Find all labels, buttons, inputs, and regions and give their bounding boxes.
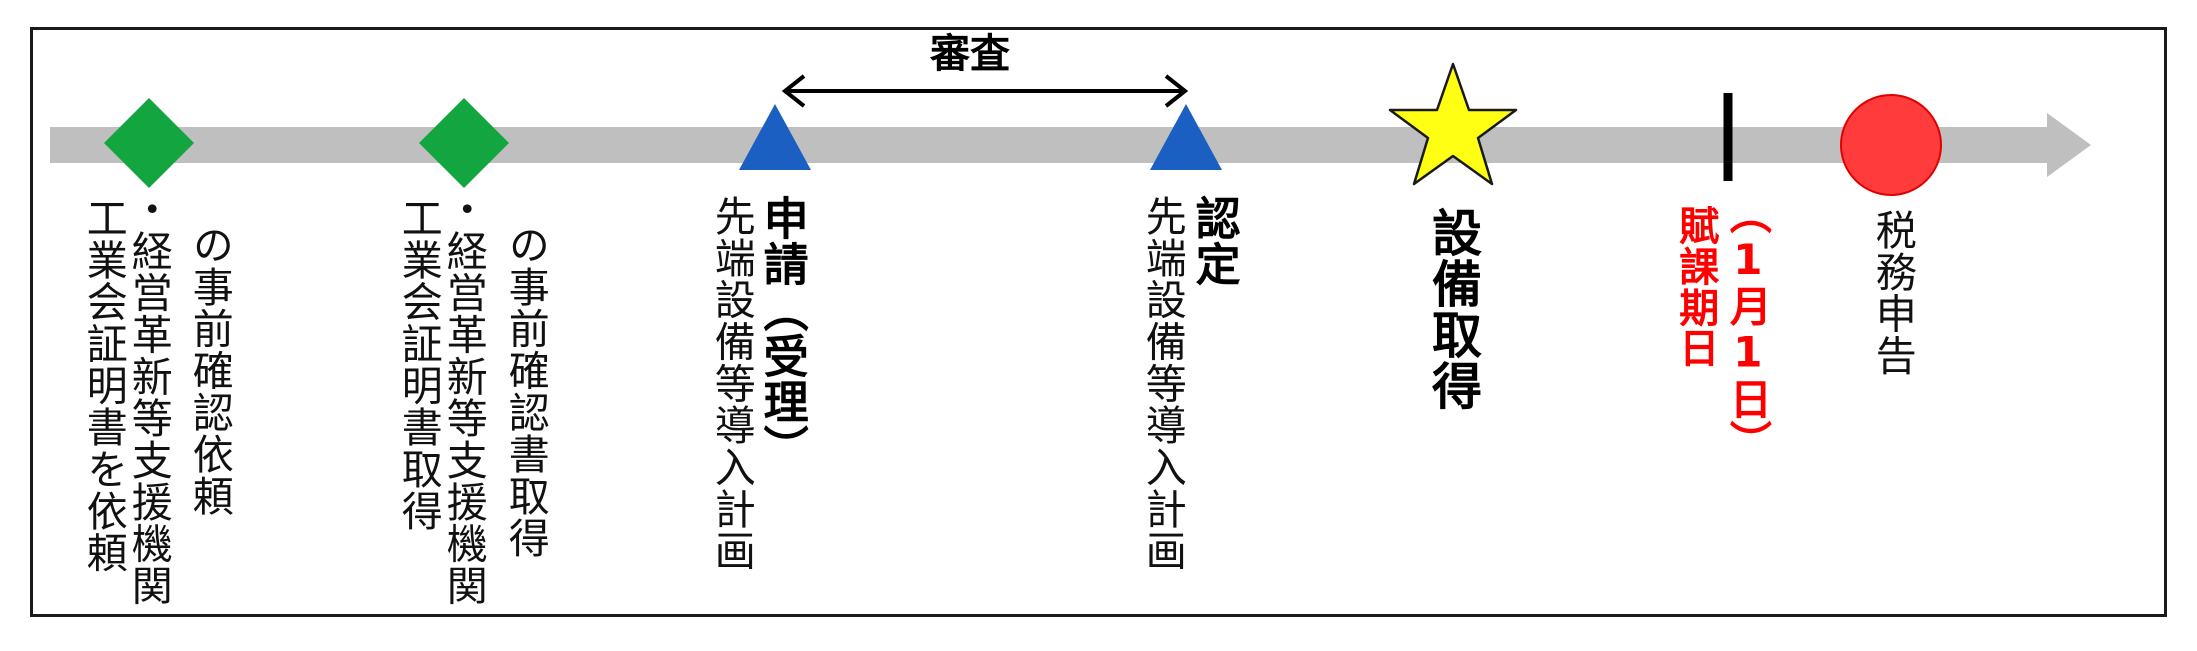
pre-confirmation-acquired-text-line-2: ・経営革新等支援機関 — [439, 188, 488, 607]
assessment-date-text: （1月1日） — [1723, 192, 1773, 464]
review-span-arrow-left-head — [781, 74, 806, 108]
tax-return-label: 税務申告 — [1868, 209, 1917, 377]
pre-confirmation-request-text-line-1: 工業会証明書を依頼 — [79, 197, 128, 574]
pre-confirmation-request-text-line-3: の事前確認依頼 — [185, 224, 234, 517]
red-circle-marker — [1840, 94, 1942, 196]
pre-confirmation-request-text-line-2: ・経営革新等支援機関 — [124, 188, 173, 607]
pre-confirmation-acquired-text-line-3: の事前確認書取得 — [501, 224, 550, 559]
timeline-arrow — [50, 113, 2091, 177]
certification-note: 先端設備等導入計画 — [1138, 195, 1187, 572]
pre-confirmation-acquired-text-line-1: 工業会証明書取得 — [394, 197, 443, 532]
application-title: 申請（受理） — [755, 195, 809, 471]
equipment-acquisition-title: 設備取得 — [1424, 207, 1482, 411]
assessment-date-label: 賦課期日 — [1672, 205, 1719, 369]
certification-title: 認定 — [1187, 195, 1241, 287]
green-diamond-marker-1 — [104, 98, 194, 188]
review-span-label: 審査 — [930, 31, 1010, 77]
blue-triangle-marker-certification — [1150, 104, 1222, 170]
green-diamond-marker-2 — [419, 98, 509, 188]
review-span-arrow-right-head — [1164, 74, 1189, 108]
application-note: 先端設備等導入計画 — [707, 195, 756, 572]
yellow-star-marker — [1388, 62, 1518, 186]
blue-triangle-marker-application — [739, 104, 811, 170]
diagram-frame — [30, 27, 2167, 617]
